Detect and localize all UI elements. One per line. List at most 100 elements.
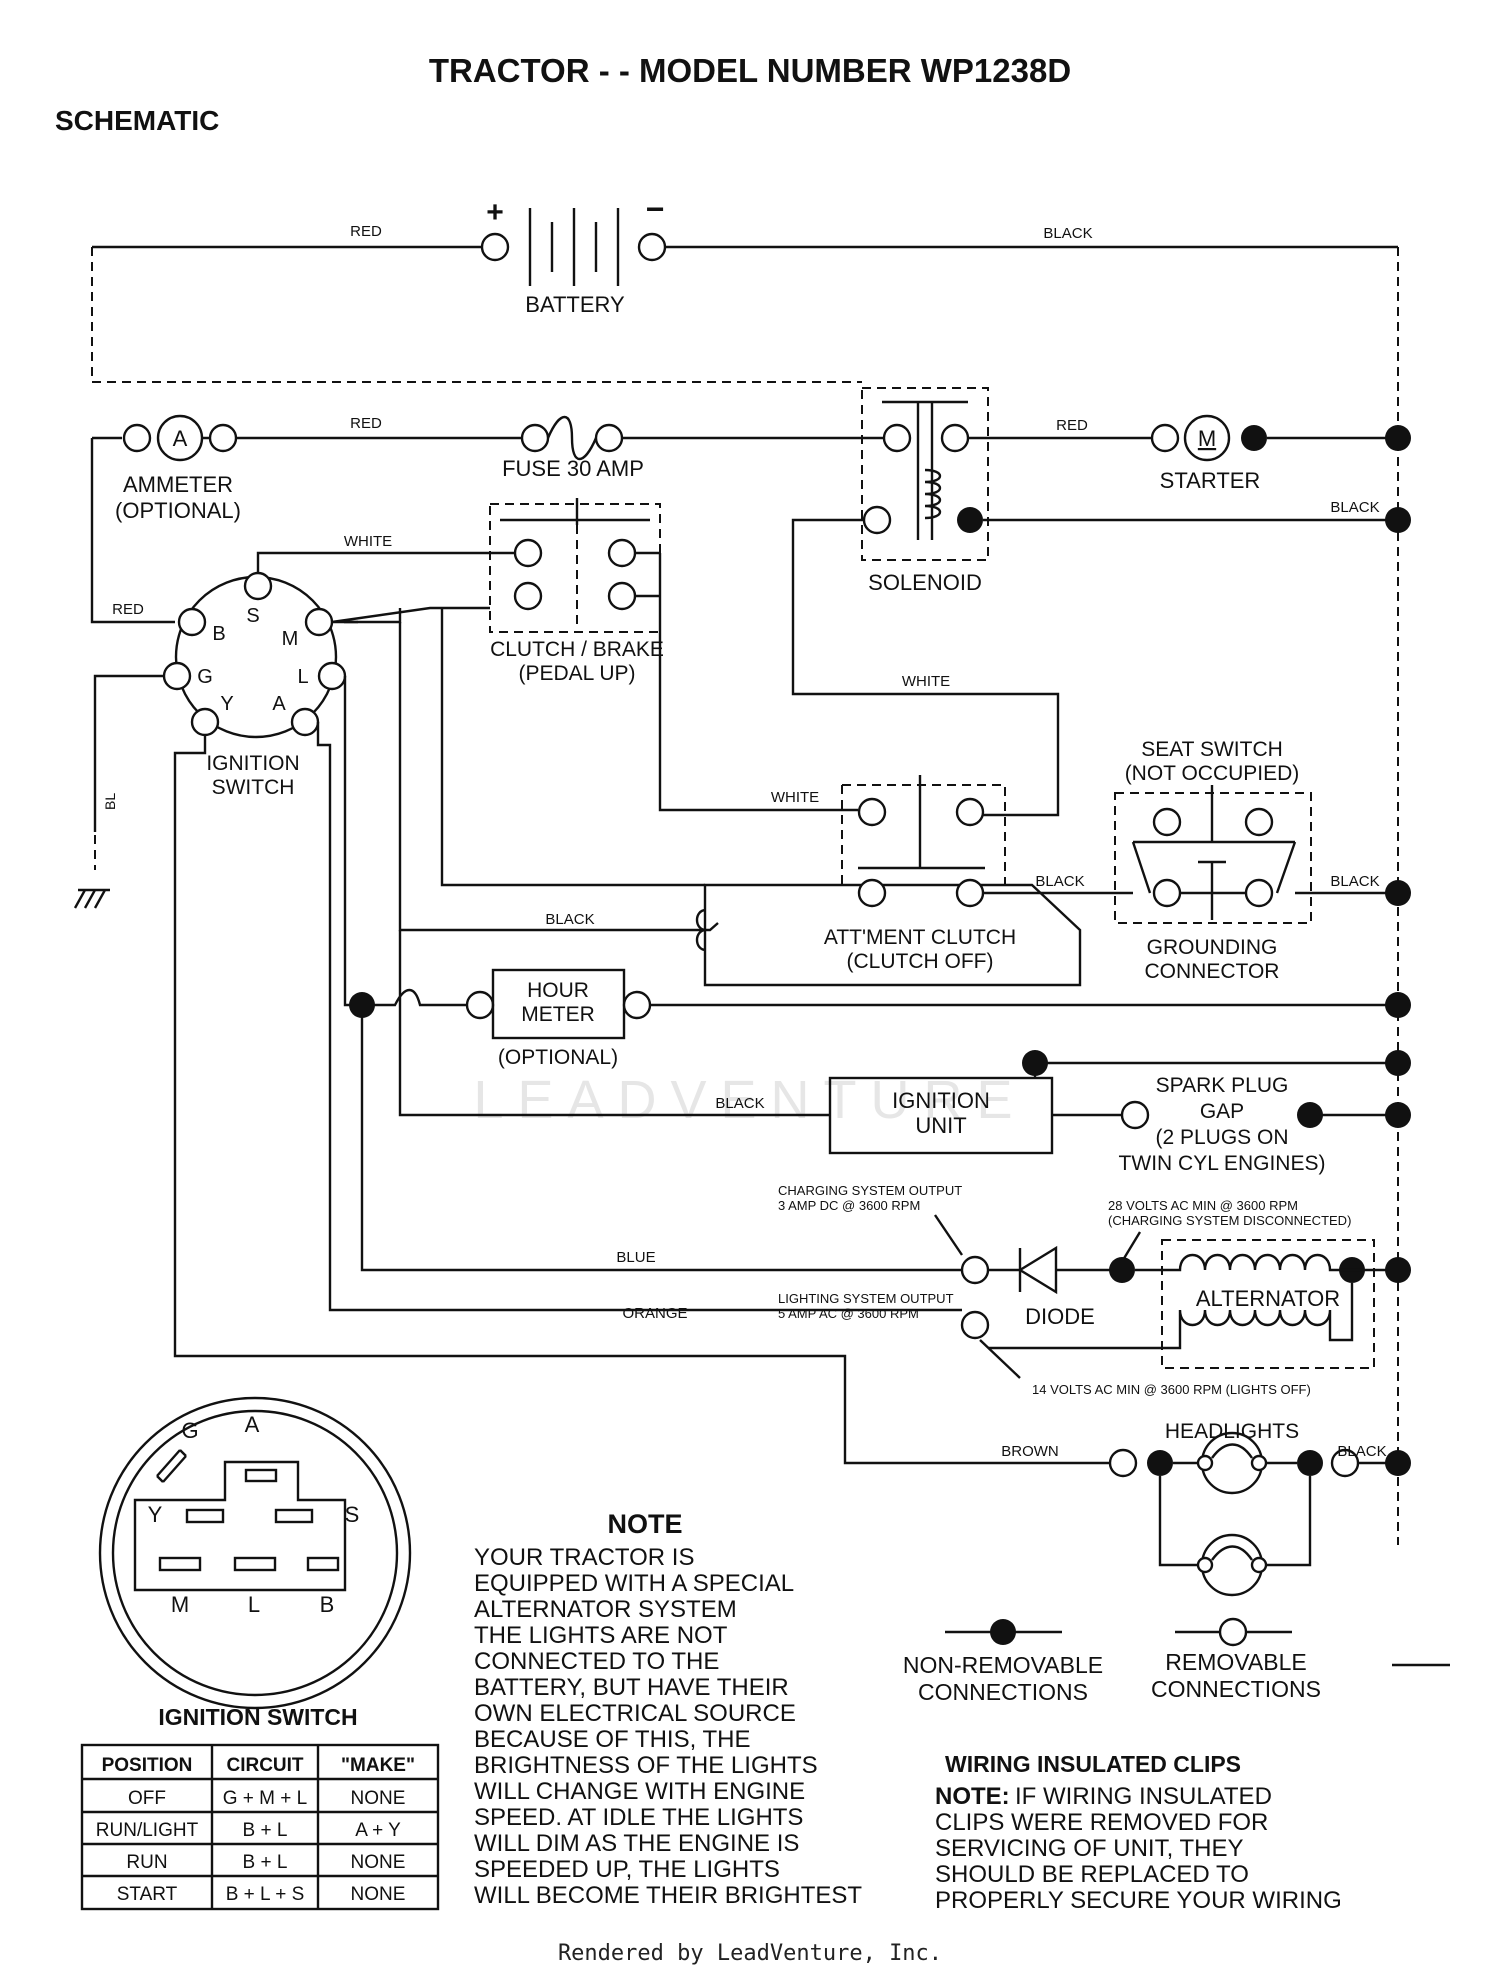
note-line: SPEED. AT IDLE THE LIGHTS (474, 1804, 803, 1831)
ammeter-label: AMMETER (123, 472, 233, 497)
wire-red-switch-label: RED (112, 601, 144, 618)
lighting-output-connector (960, 1310, 990, 1340)
note-line: WILL CHANGE WITH ENGINE (474, 1778, 805, 1805)
charging-output-rating: 3 AMP DC @ 3600 RPM (778, 1198, 920, 1213)
connector-y-label: Y (148, 1502, 163, 1527)
clips-line: SHOULD BE REPLACED TO (935, 1861, 1249, 1888)
wire-white-s (256, 551, 515, 573)
ignition-unit-label-2: UNIT (915, 1113, 966, 1138)
wire-red-ammeter (90, 436, 175, 624)
legend-removable-label-2: CONNECTIONS (1151, 1676, 1321, 1702)
wire-white-att-label: WHITE (771, 789, 819, 806)
hour-meter-symbol (465, 968, 652, 1040)
clips-line: CLIPS WERE REMOVED FOR (935, 1809, 1268, 1836)
lighting-output-rating: 5 AMP AC @ 3600 RPM (778, 1306, 919, 1321)
wire-black-ignition-label: BLACK (715, 1095, 764, 1112)
wire-black-m-att (398, 622, 719, 932)
diode-symbol (960, 1245, 1110, 1295)
table-cell: A + Y (355, 1820, 401, 1841)
wire-red-battery: RED (350, 223, 382, 240)
legend-removable-label: REMOVABLE (1165, 1649, 1306, 1675)
ground-symbol (73, 888, 110, 909)
clips-line: PROPERLY SECURE YOUR WIRING (935, 1887, 1342, 1914)
legend-non-removable-label: NON-REMOVABLE (903, 1652, 1103, 1678)
watermark: LEADVENTURE (473, 1070, 1026, 1130)
spark-plug-count-label: (2 PLUGS ON (1155, 1126, 1288, 1149)
att-clutch-label: ATT'MENT CLUTCH (824, 926, 1016, 949)
battery-positive-label: + (486, 196, 504, 229)
headlights-label: HEADLIGHTS (1165, 1420, 1299, 1443)
spark-plug-engine-label: TWIN CYL ENGINES) (1119, 1152, 1326, 1175)
lights-off-label: 14 VOLTS AC MIN @ 3600 RPM (LIGHTS OFF) (1032, 1382, 1311, 1397)
connector-a-label: A (245, 1412, 260, 1437)
table-cell: RUN (126, 1852, 167, 1873)
starter-label: STARTER (1160, 468, 1261, 493)
note-line: THE LIGHTS ARE NOT (474, 1622, 728, 1649)
switch-terminal-m: M (282, 628, 299, 650)
wire-black-battery: BLACK (1043, 225, 1092, 242)
wire-m-clutch (331, 606, 490, 624)
battery-symbol (91, 208, 1398, 383)
table-cell: NONE (351, 1884, 406, 1905)
ignition-table-title: IGNITION SWITCH (158, 1704, 357, 1730)
solenoid-label: SOLENOID (868, 570, 982, 595)
ignition-connector-view (98, 1396, 412, 1710)
clips-heading: WIRING INSULATED CLIPS (945, 1751, 1241, 1777)
clutch-brake-switch (489, 498, 661, 633)
charging-arrow (934, 1214, 963, 1256)
seat-switch (1114, 785, 1312, 924)
wire-black-att-label: BLACK (545, 911, 594, 928)
wire-red-ammeter-label: RED (350, 415, 382, 432)
lighting-output-label: LIGHTING SYSTEM OUTPUT (778, 1291, 954, 1306)
legend (945, 1617, 1450, 1667)
note-line: WILL DIM AS THE ENGINE IS (474, 1830, 799, 1857)
note-line: EQUIPPED WITH A SPECIAL (474, 1570, 794, 1597)
wire-black-att-seat-label: BLACK (1035, 873, 1084, 890)
note-line: CONNECTED TO THE (474, 1648, 719, 1675)
attachment-clutch-switch (695, 775, 1082, 987)
switch-terminal-y: Y (220, 693, 233, 715)
starter-motor (1150, 414, 1398, 462)
note-line: SPEEDED UP, THE LIGHTS (474, 1856, 780, 1883)
switch-terminal-l: L (297, 666, 308, 688)
ignition-switch-symbol (162, 571, 347, 739)
ignition-table (80, 1743, 440, 1911)
wire-white-solenoid-label: WHITE (902, 673, 950, 690)
clutch-brake-pedal-label: (PEDAL UP) (518, 662, 635, 685)
connector-m-label: M (171, 1592, 189, 1617)
att-clutch-off-label: (CLUTCH OFF) (847, 950, 994, 973)
ammeter-a-label: A (173, 426, 188, 451)
note-line: BRIGHTNESS OF THE LIGHTS (474, 1752, 818, 1779)
note-line: ALTERNATOR SYSTEM (474, 1596, 737, 1623)
wire-black-clutch-att (440, 594, 705, 887)
table-header-position: POSITION (102, 1755, 193, 1776)
seat-switch-label: SEAT SWITCH (1141, 738, 1283, 761)
table-cell: G + M + L (223, 1788, 307, 1809)
hour-meter-label: HOUR (527, 979, 589, 1002)
switch-terminal-s: S (246, 605, 259, 627)
table-cell: START (117, 1884, 178, 1905)
clutch-brake-label: CLUTCH / BRAKE (490, 638, 664, 661)
ignition-switch-label: IGNITION (206, 752, 299, 775)
note-line: BECAUSE OF THIS, THE (474, 1726, 751, 1753)
diode-label: DIODE (1025, 1304, 1095, 1329)
ground-bus-junctions (349, 425, 1411, 1476)
table-cell: NONE (351, 1852, 406, 1873)
legend-non-removable-label-2: CONNECTIONS (918, 1679, 1088, 1705)
charging-output-label: CHARGING SYSTEM OUTPUT (778, 1183, 962, 1198)
disconnected-arrow (1121, 1231, 1142, 1261)
wire-black-seat-label: BLACK (1330, 873, 1379, 890)
legend-non-removable-dot (990, 1619, 1016, 1645)
legend-removable-dot (1218, 1617, 1248, 1647)
battery-negative-label: − (646, 191, 665, 227)
wire-black-ignition-unit (398, 930, 830, 1117)
wire-white-s-label: WHITE (344, 533, 392, 550)
spark-plug-gap-label: GAP (1200, 1100, 1244, 1123)
solenoid-symbol (861, 387, 989, 561)
note-body: YOUR TRACTOR IS EQUIPPED WITH A SPECIAL … (474, 1544, 862, 1909)
connector-g-label: G (181, 1418, 198, 1443)
wire-orange-a (316, 722, 962, 1312)
wire-orange-label: ORANGE (622, 1305, 687, 1322)
